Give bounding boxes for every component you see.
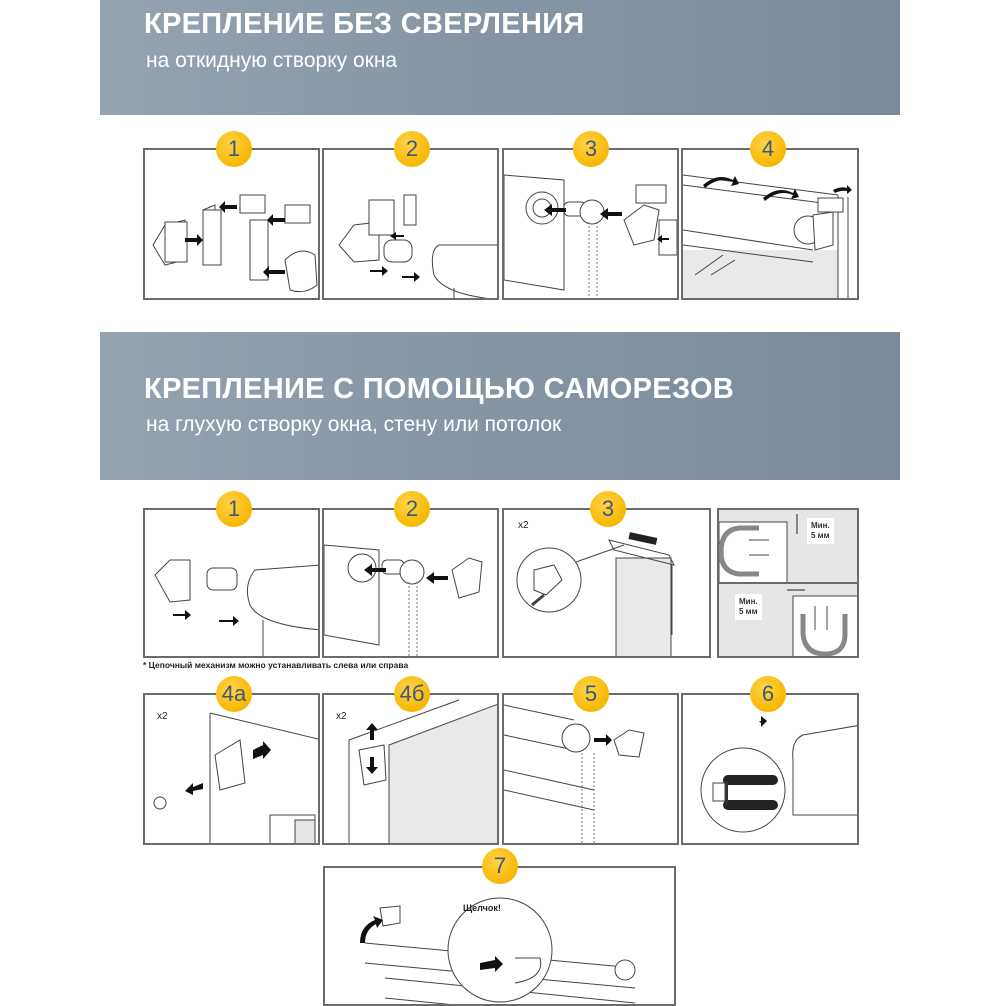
step-badge-4: 4 bbox=[750, 131, 786, 167]
wall-mount-illustration bbox=[153, 712, 318, 843]
step-panel-2 bbox=[322, 148, 499, 300]
step-badge-s2-2: 2 bbox=[394, 491, 430, 527]
step-badge-s2-7: 7 bbox=[482, 848, 518, 884]
step-panel-s2-7: Щелчок! bbox=[323, 866, 676, 1006]
top-clearance-illustration bbox=[719, 514, 798, 582]
step-badge-1: 1 bbox=[216, 131, 252, 167]
section-title: КРЕПЛЕНИЕ С ПОМОЩЬЮ САМОРЕЗОВ bbox=[144, 373, 735, 405]
section-subtitle: на откидную створку окна bbox=[146, 49, 398, 72]
step-panel-4 bbox=[681, 148, 859, 300]
step-badge-s2-4b: 4б bbox=[394, 676, 430, 712]
cap-removal-illustration bbox=[504, 704, 645, 843]
step-panel-s2-3: x2 bbox=[502, 508, 711, 658]
clearance-panel-top: Мин. 5 мм bbox=[717, 508, 859, 584]
ceiling-mount-illustration bbox=[348, 699, 497, 843]
side-clearance-illustration bbox=[787, 589, 857, 656]
quantity-label: x2 bbox=[157, 711, 168, 722]
section-banner-no-drilling: КРЕПЛЕНИЕ БЕЗ СВЕРЛЕНИЯ на откидную ство… bbox=[100, 0, 900, 115]
mechanism-attach-illustration bbox=[504, 174, 677, 298]
step-panel-s2-1 bbox=[143, 508, 320, 658]
step-badge-2: 2 bbox=[394, 131, 430, 167]
step-panel-1 bbox=[143, 148, 320, 300]
step-panel-s2-2 bbox=[322, 508, 499, 658]
footnote: * Цепочный механизм можно устанавливать … bbox=[143, 660, 409, 670]
step-panel-s2-6 bbox=[681, 693, 859, 845]
click-callout: Щелчок! bbox=[463, 903, 501, 913]
clearance-panel-side: Мин. 5 мм bbox=[717, 582, 859, 658]
top-clearance-label: Мин. 5 мм bbox=[807, 518, 834, 544]
final-snap-illustration bbox=[360, 897, 636, 1004]
step-badge-3: 3 bbox=[573, 131, 609, 167]
roller-detail-illustration bbox=[700, 716, 857, 833]
mount-on-sash-illustration bbox=[683, 174, 852, 298]
bracket-assembly-illustration bbox=[152, 194, 318, 293]
bracket-pin-illustration bbox=[154, 559, 318, 656]
pin-mechanism-illustration bbox=[324, 544, 483, 656]
step-panel-s2-4b: x2 bbox=[322, 693, 499, 845]
screw-mount-illustration bbox=[516, 532, 675, 656]
section-subtitle: на глухую створку окна, стену или потоло… bbox=[146, 413, 562, 436]
step-panel-s2-4a: x2 bbox=[143, 693, 320, 845]
step-panel-s2-5 bbox=[502, 693, 679, 845]
section-banner-screws: КРЕПЛЕНИЕ С ПОМОЩЬЮ САМОРЕЗОВ на глухую … bbox=[100, 332, 900, 480]
pin-insertion-illustration bbox=[338, 194, 497, 298]
step-panel-3 bbox=[502, 148, 679, 300]
quantity-label: x2 bbox=[336, 711, 347, 722]
section-title: КРЕПЛЕНИЕ БЕЗ СВЕРЛЕНИЯ bbox=[144, 8, 585, 40]
step-badge-s2-3: 3 bbox=[590, 491, 626, 527]
step-badge-s2-1: 1 bbox=[216, 491, 252, 527]
step-badge-s2-6: 6 bbox=[750, 676, 786, 712]
step-badge-s2-4a: 4а bbox=[216, 676, 252, 712]
quantity-label: x2 bbox=[518, 520, 529, 531]
step-badge-s2-5: 5 bbox=[573, 676, 609, 712]
side-clearance-label: Мин. 5 мм bbox=[735, 594, 762, 620]
